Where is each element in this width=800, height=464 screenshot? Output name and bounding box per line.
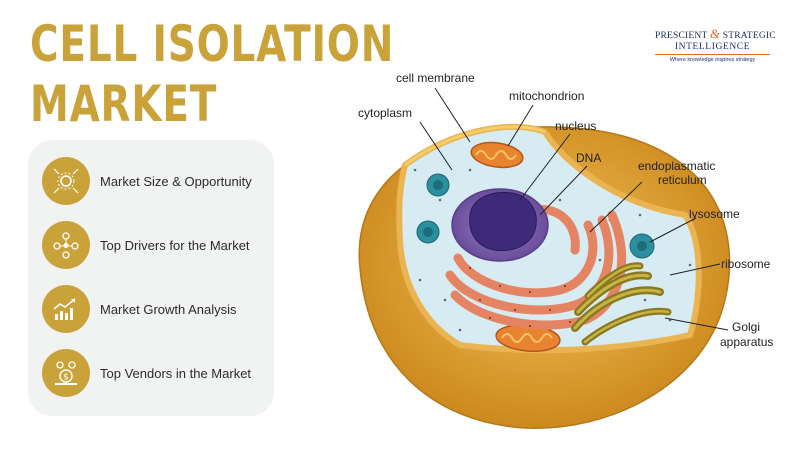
gear-network-icon [42,157,90,205]
title-line-2: MARKET [30,75,218,133]
lysosome-right [629,233,655,259]
endoplasmic-reticulum [445,204,627,330]
label-ribosome: ribosome [721,257,771,271]
membrane-rim [404,125,546,167]
label-cytoplasm: cytoplasm [358,106,412,120]
logo-brand-line2: INTELLIGENCE [674,42,751,52]
label-nucleus: nucleus [555,119,596,133]
menu-item-label: Top Drivers for the Market [100,237,250,253]
leader-lines [419,87,729,331]
label-cell-membrane: cell membrane [396,71,475,85]
logo-divider [655,54,770,55]
logo-brand-left: PRESCIENT [655,31,708,41]
ribosome-dots [413,158,692,332]
company-logo: PRESCIENT & STRATEGIC INTELLIGENCE Where… [655,26,776,63]
label-golgi-line2: apparatus [720,335,773,349]
label-lysosome: lysosome [689,207,740,221]
nucleus [451,188,549,262]
menu-item-top-vendors[interactable]: $ Top Vendors in the Market [42,348,272,398]
vendor-money-icon: $ [42,349,90,397]
label-dna: DNA [576,151,601,165]
label-golgi-line1: Golgi [732,320,760,334]
menu-item-label: Top Vendors in the Market [100,365,252,381]
menu-item-growth-analysis[interactable]: Market Growth Analysis [42,284,272,334]
svg-text:$: $ [63,373,69,383]
page-title: CELL ISOLATION MARKET [30,14,394,134]
people-network-icon [42,221,90,269]
label-er-line1: endoplasmatic [638,159,715,173]
logo-brand-right: STRATEGIC [722,31,776,41]
topics-panel: Market Size & Opportunity Top Drivers fo… [28,140,274,416]
label-er-line2: reticulum [658,173,707,187]
golgi-apparatus [571,262,672,346]
title-line-1: CELL ISOLATION [30,15,395,73]
logo-tagline: Where knowledge inspires strategy [669,57,756,63]
mitochondrion-top [470,141,524,169]
lysosome-left-bottom [416,220,440,244]
lysosome-left-top [426,173,450,197]
logo-ampersand: & [709,26,721,41]
menu-item-label: Market Growth Analysis [100,301,237,317]
label-mitochondrion: mitochondrion [509,89,584,103]
menu-item-market-size[interactable]: Market Size & Opportunity [42,156,272,206]
menu-item-top-drivers[interactable]: Top Drivers for the Market [42,220,272,270]
growth-chart-icon [42,285,90,333]
menu-item-label: Market Size & Opportunity [100,173,252,189]
